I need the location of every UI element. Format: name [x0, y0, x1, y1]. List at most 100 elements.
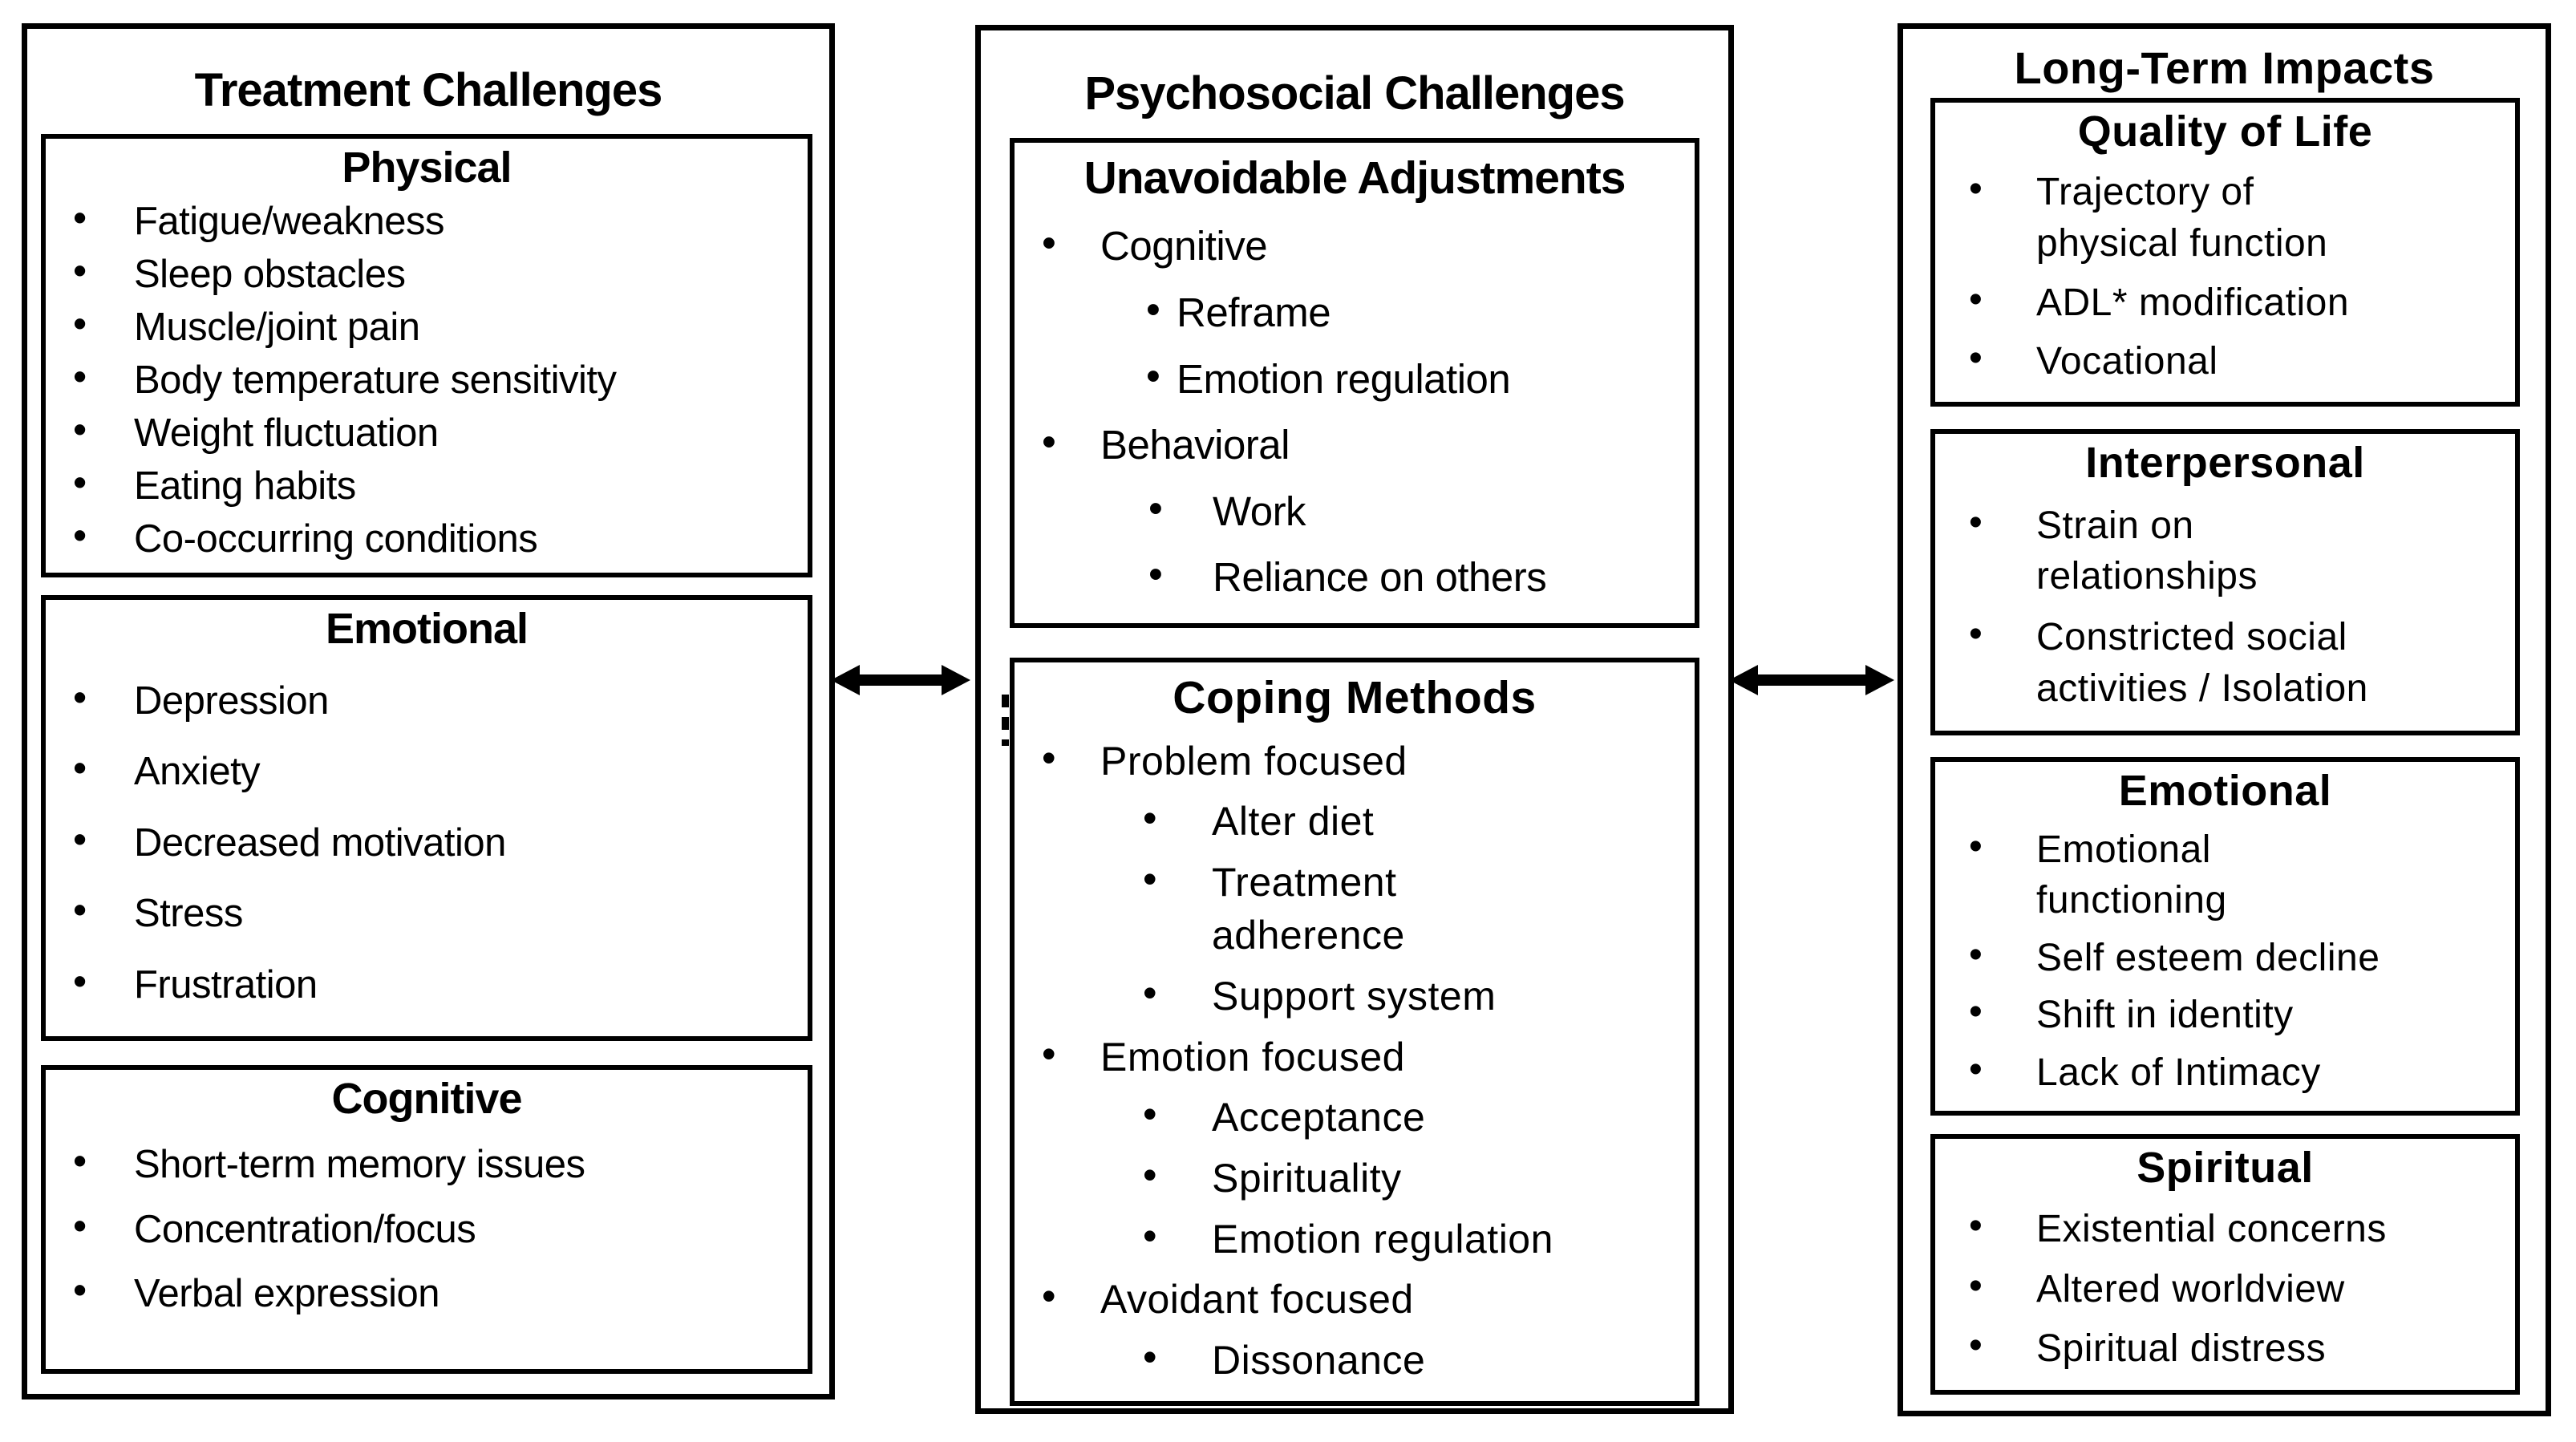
item-text: Short-term memory issues — [134, 1139, 801, 1191]
item-text-line: Acceptance — [1212, 1095, 1426, 1140]
item-text-line: Cognitive — [1100, 223, 1268, 269]
item-text: Frustration — [134, 959, 801, 1011]
item-text: Cognitive — [1100, 219, 1688, 273]
bullet-icon: • — [73, 817, 87, 861]
bullet-icon: • — [1146, 352, 1160, 399]
box-coping-methods: Coping Methods•Problem focused•Alter die… — [1010, 658, 1699, 1406]
item-text-line: Problem focused — [1100, 738, 1407, 784]
item-text-line: Work — [1213, 488, 1306, 534]
item-text-line: Treatment — [1212, 860, 1397, 905]
item-text-line: Alter diet — [1212, 799, 1375, 845]
item-text: Emotion regulation — [1177, 352, 1688, 406]
item-text: Shift in identity — [2036, 990, 2509, 1040]
item-text-line: activities / Isolation — [2036, 666, 2368, 710]
list-item: •Stress — [46, 888, 801, 940]
list-item: •Verbal expression — [46, 1268, 801, 1320]
column-boxes: Physical•Fatigue/weakness•Sleep obstacle… — [27, 134, 829, 1374]
bullet-icon: • — [1143, 1335, 1158, 1380]
bullet-icon: • — [1969, 277, 1983, 321]
item-text: Fatigue/weakness — [134, 196, 801, 248]
bullet-icon: • — [1042, 1274, 1057, 1319]
list-item: •Short-term memory issues — [46, 1139, 801, 1191]
item-text-line: Weight fluctuation — [134, 411, 439, 456]
item-text-line: Spiritual distress — [2036, 1327, 2327, 1371]
item-text: Self esteem decline — [2036, 933, 2509, 983]
stray-dashes-artifact — [1002, 695, 1009, 746]
list-item: • Anxiety — [46, 746, 801, 798]
list-item: •Alter diet — [1015, 795, 1688, 848]
bullet-list: •Short-term memory issues•Concentration/… — [46, 1124, 808, 1369]
item-text-line: Decreased motivation — [134, 820, 506, 865]
item-text: Work — [1213, 484, 1688, 538]
list-item: •Lack of Intimacy — [1935, 1047, 2509, 1098]
list-item: • Depression — [46, 675, 801, 727]
bullet-icon: • — [1143, 1152, 1158, 1198]
item-text: Existential concerns — [2036, 1204, 2509, 1254]
bullet-icon: • — [1969, 1205, 1983, 1248]
item-text-line: Anxiety — [134, 750, 261, 794]
bullet-icon: • — [1969, 990, 1983, 1034]
item-text-line: Eating habits — [134, 464, 356, 508]
list-item: •Support system — [1015, 970, 1688, 1023]
box-spiritual: Spiritual•Existential concerns•Altered w… — [1930, 1134, 2520, 1395]
item-text: Depression — [134, 675, 801, 727]
bullet-icon: • — [73, 959, 87, 1003]
item-text-line: Body temperature sensitivity — [134, 358, 617, 403]
column-long-term-impacts: Long-Term Impacts Quality of Life•Trajec… — [1898, 23, 2551, 1416]
item-text-line: Avoidant focused — [1100, 1277, 1414, 1323]
item-text: ADL* modification — [2036, 277, 2509, 328]
list-item: •Cognitive — [1015, 219, 1688, 273]
item-text-line: Trajectory of — [2036, 171, 2254, 214]
bullet-icon: • — [1969, 613, 1983, 656]
double-arrow-icon — [1729, 665, 1894, 695]
item-text-line: Strain on — [2036, 504, 2194, 547]
item-text: Spiritual distress — [2036, 1323, 2509, 1374]
item-text-line: Altered worldview — [2036, 1267, 2345, 1310]
bullet-icon: • — [73, 355, 87, 399]
item-text: Spirituality — [1212, 1152, 1688, 1205]
bullet-icon: • — [73, 514, 87, 557]
box-emotional: Emotional • Depression • Anxiety • Decreased m… — [41, 595, 812, 1041]
list-item: •Sleep obstacles — [46, 249, 801, 301]
bullet-icon: • — [1969, 500, 1983, 544]
bullet-icon: • — [73, 889, 87, 933]
list-item: • Existential concerns — [1935, 1204, 2509, 1254]
list-item: •Self esteem decline — [1935, 933, 2509, 983]
list-item: • Frustration — [46, 959, 801, 1011]
list-item: •Altered worldview — [1935, 1264, 2509, 1314]
bullet-icon: • — [73, 1269, 87, 1313]
box-header: Coping Methods — [1173, 672, 1537, 723]
bullet-icon: • — [1143, 1092, 1158, 1137]
item-text-line: Self esteem decline — [2036, 936, 2380, 979]
list-item: • Fatigue/weakness — [46, 196, 801, 248]
bullet-icon: • — [73, 461, 87, 505]
list-item: •Spiritual distress — [1935, 1323, 2509, 1374]
item-text: Emotion regulation — [1212, 1213, 1688, 1266]
item-text: Body temperature sensitivity — [134, 354, 801, 407]
box-header: Physical — [342, 144, 512, 192]
bullet-icon: • — [73, 675, 87, 719]
list-item: •Concentration/focus — [46, 1204, 801, 1256]
item-text-line: Emotion regulation — [1212, 1216, 1553, 1262]
item-text-line: ADL* modification — [2036, 281, 2350, 324]
box-header: Emotional — [2118, 767, 2332, 815]
list-item: •Emotion regulation — [1015, 1213, 1688, 1266]
item-text: Muscle/joint pain — [134, 302, 801, 354]
column-title: Treatment Challenges — [194, 64, 663, 116]
item-text-line: Sleep obstacles — [134, 253, 406, 297]
bullet-icon: • — [73, 196, 87, 241]
bullet-icon: • — [73, 747, 87, 791]
bullet-list: •Fatigue/weakness•Sleep obstacles•Muscle… — [46, 193, 808, 573]
bullet-icon: • — [1148, 484, 1163, 531]
column-title: Psychosocial Challenges — [1084, 67, 1625, 119]
item-text-line: Emotional — [2036, 828, 2211, 872]
box-header: Emotional — [325, 605, 529, 653]
item-text: Reliance on others — [1213, 550, 1688, 604]
item-text-line: Muscle/joint pain — [134, 306, 420, 350]
column-boxes: Unavoidable Adjustments•Cognitive•Refram… — [981, 138, 1728, 1406]
column-psychosocial-challenges: Psychosocial Challenges Unavoidable Adju… — [975, 25, 1734, 1414]
